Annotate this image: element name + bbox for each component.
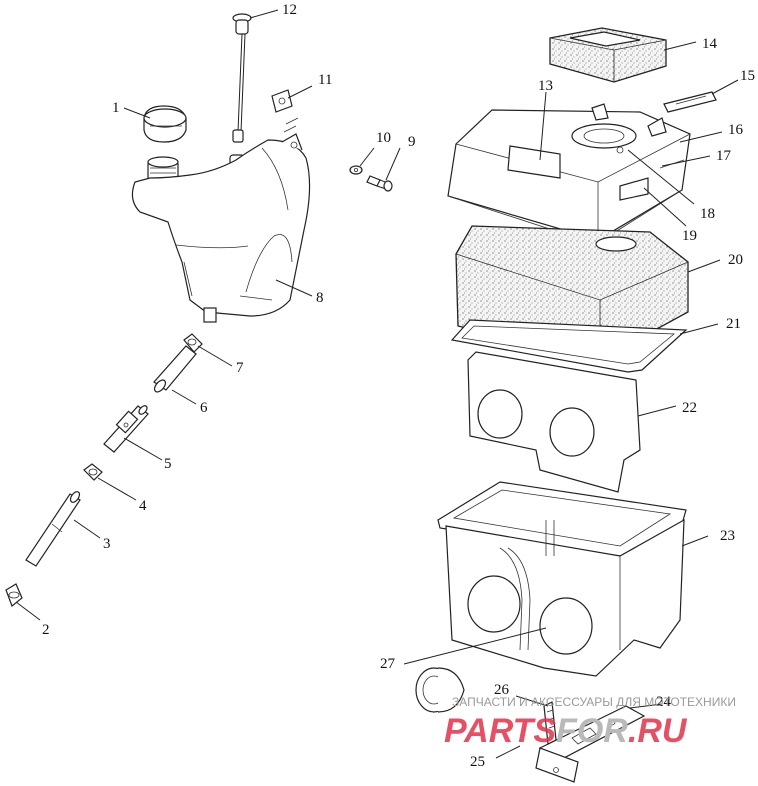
dipstick — [229, 13, 252, 170]
leader-lines — [15, 9, 739, 759]
callout-4: 4 — [139, 498, 147, 514]
airbox-base — [437, 481, 687, 677]
callout-13: 13 — [538, 78, 553, 94]
bolt — [366, 175, 393, 192]
callout-5: 5 — [164, 456, 172, 472]
strap — [663, 91, 717, 113]
watermark: ЗАПЧАСТИ И АКСЕССУАРЫ ДЛЯ МОТОТЕХНИКИ PA… — [444, 695, 736, 750]
callout-3: 3 — [103, 536, 111, 552]
callout-1: 1 — [112, 100, 120, 116]
tank-neck — [147, 156, 179, 183]
callout-26: 26 — [494, 682, 510, 698]
callout-numbers: 1 2 3 4 5 6 7 8 9 10 11 12 13 14 15 16 1… — [42, 2, 755, 770]
hose-lower — [25, 491, 81, 567]
tank-assembly — [5, 13, 393, 607]
callout-7: 7 — [236, 360, 244, 376]
foam-pad-top — [549, 27, 667, 83]
callout-18: 18 — [700, 206, 715, 222]
oil-tank — [131, 133, 311, 323]
watermark-brand-right: .RU — [628, 712, 688, 750]
airbox-lid — [447, 103, 691, 245]
callout-8: 8 — [316, 290, 324, 306]
callout-24: 24 — [656, 694, 672, 710]
callout-16: 16 — [728, 122, 744, 138]
intake-boot — [415, 667, 465, 713]
gasket — [450, 319, 688, 373]
watermark-brand-left: PARTS — [444, 712, 556, 750]
callout-12: 12 — [282, 2, 297, 18]
hose-clamp-upper — [183, 333, 203, 353]
callout-27: 27 — [380, 656, 396, 672]
watermark-brand: PARTSFOR.RU — [444, 712, 688, 750]
callout-9: 9 — [408, 134, 416, 150]
mounting-bracket — [535, 701, 646, 783]
watermark-brand-mid: FOR — [556, 712, 628, 750]
washer — [349, 165, 363, 175]
callout-14: 14 — [702, 36, 718, 52]
hose-clamp-lower — [83, 463, 103, 481]
callout-19: 19 — [682, 228, 697, 244]
callout-21: 21 — [726, 316, 741, 332]
watermark-tagline: ЗАПЧАСТИ И АКСЕССУАРЫ ДЛЯ МОТОТЕХНИКИ — [452, 695, 736, 709]
filter-plate — [467, 351, 641, 493]
callout-17: 17 — [716, 148, 732, 164]
callout-20: 20 — [728, 252, 743, 268]
fitting — [103, 405, 149, 453]
callout-23: 23 — [720, 528, 735, 544]
tank-cap — [143, 105, 187, 143]
callout-10: 10 — [376, 130, 391, 146]
callout-11: 11 — [318, 72, 332, 88]
callout-15: 15 — [740, 68, 755, 84]
clip — [271, 89, 299, 133]
hose-upper — [153, 345, 197, 393]
callout-22: 22 — [682, 400, 697, 416]
hose-end-clamp — [5, 583, 23, 607]
callout-2: 2 — [42, 622, 50, 638]
callout-25: 25 — [470, 754, 485, 770]
callout-6: 6 — [200, 400, 208, 416]
airbox-assembly — [415, 27, 717, 783]
